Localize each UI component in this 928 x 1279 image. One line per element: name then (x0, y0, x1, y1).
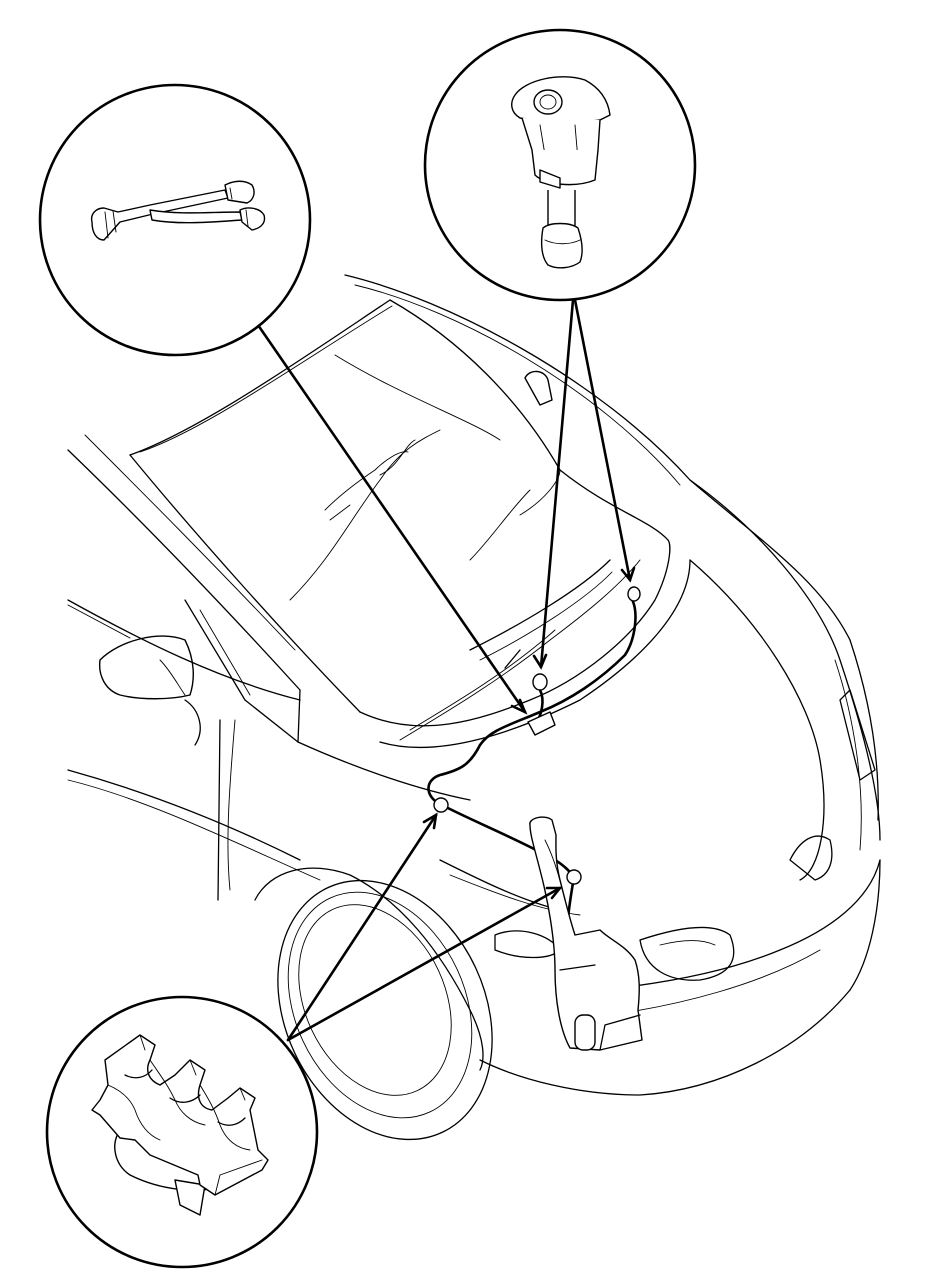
nozzle-icon (511, 76, 611, 269)
callout-arrows (256, 298, 636, 1042)
nozzles (532, 586, 641, 691)
upper-clip-icon (433, 797, 449, 813)
right-nozzle-icon (627, 586, 641, 602)
clips (433, 797, 582, 885)
callout-tubing-joint (38, 83, 312, 357)
clip-icon (91, 1034, 269, 1216)
lower-clip-icon (566, 869, 582, 885)
callout-washer-nozzle (423, 28, 697, 302)
washer-reservoir (529, 816, 643, 1051)
vehicle-body (67, 274, 881, 1141)
t-joint-icon (90, 180, 266, 241)
callout-hose-clip (45, 995, 319, 1269)
washer-hose (427, 594, 637, 1047)
left-nozzle-icon (532, 673, 548, 691)
